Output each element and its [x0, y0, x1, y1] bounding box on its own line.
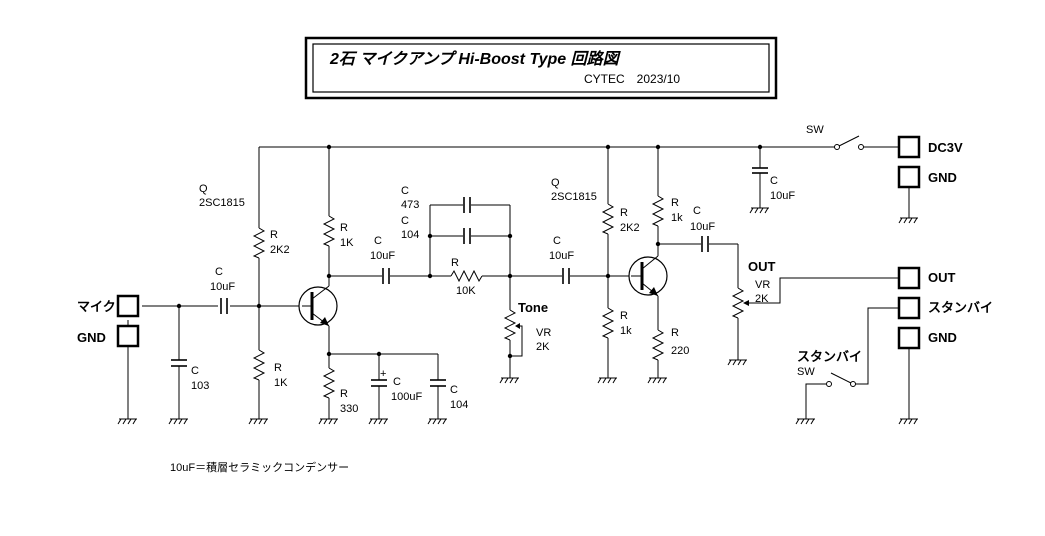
- svg-text:C: C: [215, 266, 223, 278]
- svg-text:R: R: [671, 197, 679, 209]
- svg-text:R: R: [620, 207, 628, 219]
- svg-text:100uF: 100uF: [391, 391, 422, 403]
- svg-text:104: 104: [450, 399, 468, 411]
- svg-text:C: C: [770, 175, 778, 187]
- svg-text:10uF: 10uF: [549, 250, 574, 262]
- svg-text:2K: 2K: [755, 293, 769, 305]
- svg-text:1k: 1k: [620, 325, 632, 337]
- sw-power-label: SW: [806, 124, 824, 136]
- svg-text:103: 103: [191, 380, 209, 392]
- connector-mic: マイク: [77, 294, 140, 318]
- svg-text:R: R: [270, 229, 278, 241]
- tone-network: C 473 C 104 R 10K: [401, 185, 513, 297]
- resistor-1k-q2-bias: R 1k: [601, 276, 632, 378]
- svg-text:SW: SW: [797, 366, 815, 378]
- coupling-line-2: C 10uF: [510, 235, 631, 284]
- schematic-credit: CYTEC 2023/10: [584, 72, 680, 86]
- cap-103: C 103: [171, 306, 209, 419]
- connector-standby: スタンバイ: [897, 296, 993, 320]
- resistor-2k2-bias: R 2K2: [252, 227, 290, 306]
- svg-text:R: R: [451, 257, 459, 269]
- svg-text:10K: 10K: [456, 285, 476, 297]
- tone-vr: Tone VR 2K: [503, 276, 551, 378]
- svg-text:C: C: [553, 235, 561, 247]
- capacitor-note: 10uF＝積層セラミックコンデンサー: [170, 460, 349, 474]
- coupling-line-1: C 10uF: [329, 235, 451, 284]
- emitter-network-q1: R 330 + C 100uF C 104: [322, 351, 468, 419]
- connector-gnd-in: GND: [77, 324, 140, 348]
- svg-text:220: 220: [671, 345, 689, 357]
- svg-text:104: 104: [401, 229, 419, 241]
- power-rail: [258, 144, 835, 228]
- out-vr-label: OUT: [748, 259, 776, 274]
- standby-switch: スタンバイ SW: [797, 307, 899, 419]
- svg-text:2SC1815: 2SC1815: [551, 191, 597, 203]
- svg-text:R: R: [671, 327, 679, 339]
- power-switch: SW: [806, 124, 899, 150]
- svg-text:DC3V: DC3V: [928, 140, 963, 155]
- svg-text:2SC1815: 2SC1815: [199, 197, 245, 209]
- resistor-1k-bias: R 1K: [252, 306, 288, 419]
- svg-text:Q: Q: [199, 183, 208, 195]
- svg-text:C: C: [450, 384, 458, 396]
- svg-text:C: C: [693, 205, 701, 217]
- resistor-1k-collector: R 1K: [322, 215, 354, 279]
- svg-text:2K2: 2K2: [620, 222, 640, 234]
- connector-dc3v: DC3V: [897, 135, 963, 159]
- schematic-title: 2石 マイクアンプ Hi-Boost Type 回路図: [329, 50, 622, 68]
- title-block: 2石 マイクアンプ Hi-Boost Type 回路図 CYTEC 2023/1…: [304, 36, 778, 100]
- svg-text:C: C: [191, 365, 199, 377]
- svg-text:GND: GND: [928, 330, 957, 345]
- cap-10uf-input: C 10uF: [210, 266, 235, 314]
- resistor-1k-q2-collector: R 1k: [651, 195, 683, 247]
- resistor-220: R 220: [651, 327, 689, 378]
- svg-text:OUT: OUT: [928, 270, 956, 285]
- svg-text:R: R: [620, 310, 628, 322]
- svg-text:スタンバイ: スタンバイ: [928, 300, 993, 315]
- svg-text:VR: VR: [755, 279, 770, 291]
- ground-symbols: [117, 207, 918, 425]
- svg-text:10uF: 10uF: [370, 250, 395, 262]
- output-network: C 10uF OUT VR 2K: [658, 205, 899, 360]
- q2-label: Q 2SC1815: [551, 177, 597, 203]
- svg-text:+: +: [380, 368, 386, 380]
- svg-text:R: R: [274, 362, 282, 374]
- q1-label: Q 2SC1815: [199, 183, 245, 209]
- transistor-q1: [298, 276, 338, 354]
- svg-text:330: 330: [340, 403, 358, 415]
- svg-text:2K2: 2K2: [270, 244, 290, 256]
- svg-text:C: C: [374, 235, 382, 247]
- tone-label: Tone: [518, 300, 548, 315]
- svg-text:VR: VR: [536, 327, 551, 339]
- cap-10uf-power: C 10uF: [752, 167, 795, 208]
- svg-text:10uF: 10uF: [770, 190, 795, 202]
- svg-text:Q: Q: [551, 177, 560, 189]
- svg-text:C: C: [401, 185, 409, 197]
- resistor-2k2-q2: R 2K2: [601, 203, 640, 276]
- svg-text:10uF: 10uF: [210, 281, 235, 293]
- svg-text:GND: GND: [928, 170, 957, 185]
- connector-gnd-out: GND: [897, 326, 957, 350]
- svg-text:R: R: [340, 222, 348, 234]
- standby-title: スタンバイ: [797, 349, 862, 364]
- svg-text:C: C: [401, 215, 409, 227]
- svg-text:473: 473: [401, 199, 419, 211]
- connector-out: OUT: [897, 266, 956, 290]
- svg-text:1k: 1k: [671, 212, 683, 224]
- svg-text:マイク: マイク: [77, 299, 116, 314]
- svg-text:1K: 1K: [340, 237, 354, 249]
- svg-text:1K: 1K: [274, 377, 288, 389]
- svg-text:R: R: [340, 388, 348, 400]
- svg-text:C: C: [393, 376, 401, 388]
- svg-text:2K: 2K: [536, 341, 550, 353]
- transistor-q2: [628, 244, 668, 330]
- connector-gnd-power: GND: [897, 165, 957, 189]
- svg-text:GND: GND: [77, 330, 106, 345]
- svg-text:10uF: 10uF: [690, 221, 715, 233]
